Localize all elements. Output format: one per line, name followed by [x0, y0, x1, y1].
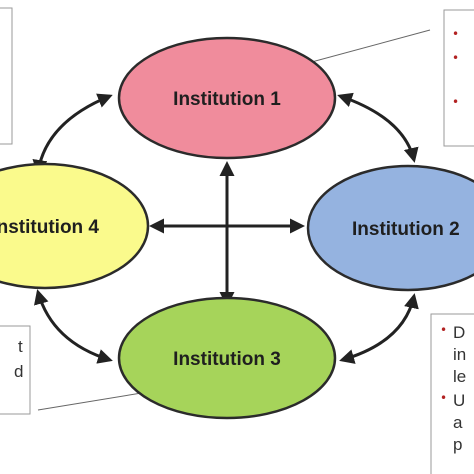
node-institution-1-label: Institution 1: [173, 89, 281, 110]
note-bullet: •: [452, 95, 459, 109]
arrow-institution-1-4: [32, 93, 113, 175]
note-fragment-bottom-left-2: d: [14, 362, 23, 381]
arrow-institution-2-3: [339, 293, 419, 364]
note-fragment-bottom-right-2: in: [453, 345, 466, 364]
node-institution-4: Institution 4: [0, 162, 150, 290]
node-institution-4-label: Institution 4: [0, 217, 99, 238]
note-bullet: •: [452, 27, 459, 41]
note-bullet: •: [440, 391, 447, 405]
node-institution-3-shape: [117, 296, 337, 420]
node-institution-3-label: Institution 3: [173, 349, 281, 370]
note-fragment-bottom-left-1: t: [18, 337, 23, 356]
note-fragment-bottom-right-5: a: [453, 413, 463, 432]
note-box-bottom-right: [430, 313, 474, 474]
arrow-institution-1-2: [337, 92, 419, 163]
node-institution-2: Institution 2: [306, 164, 474, 292]
note-box-top-right: [443, 9, 474, 147]
note-box-bottom-left: [0, 325, 31, 415]
node-institution-3: Institution 3: [117, 296, 337, 420]
node-institution-1: Institution 1: [117, 36, 337, 160]
note-fragment-bottom-right-1: D: [453, 323, 465, 342]
node-institution-2-shape: [306, 164, 474, 292]
note-fragment-bottom-right-6: p: [453, 435, 462, 454]
arrow-institution-4-3: [34, 289, 113, 364]
node-institution-1-shape: [117, 36, 337, 160]
node-institution-2-label: Institution 2: [352, 219, 460, 240]
note-bullet: •: [452, 51, 459, 65]
node-institution-4-shape: [0, 162, 150, 290]
note-box-top-left: [0, 7, 13, 145]
note-fragment-bottom-right-4: U: [453, 391, 465, 410]
note-bullet: •: [440, 323, 447, 337]
note-fragment-bottom-right-3: le: [453, 367, 466, 386]
